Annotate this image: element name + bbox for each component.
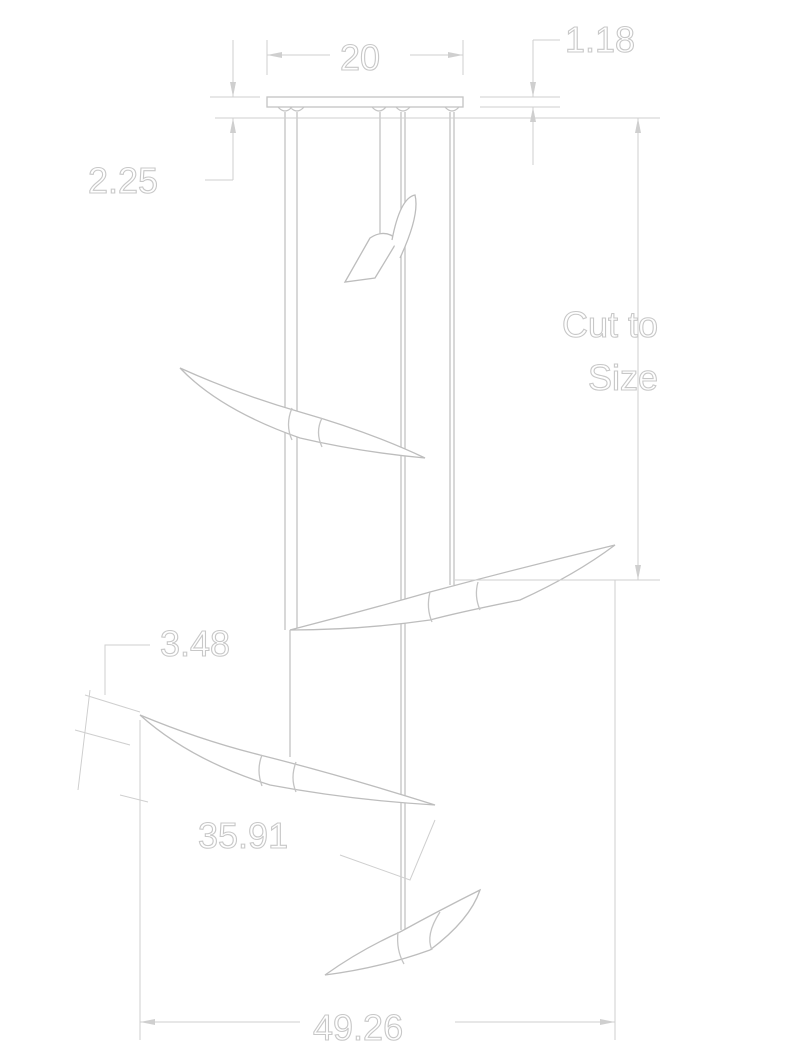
fixture-middle-right [289, 544, 616, 631]
fixture-upper-left [179, 367, 426, 459]
dimension-canopy-drop: 2.25 [88, 160, 158, 201]
dimension-fixture-diameter: 3.48 [160, 623, 230, 664]
dimension-canopy-height: 1.18 [565, 19, 635, 60]
dimension-rod-length-line1: Cut to [562, 304, 658, 345]
fixture-bottom [324, 888, 482, 976]
dimension-canopy-width: 20 [340, 37, 380, 78]
fixture-top [343, 194, 417, 283]
fixture-lower-left [139, 714, 436, 806]
dimension-overall-width: 49.26 [313, 1007, 403, 1048]
canopy [266, 96, 464, 112]
suspension-rods [284, 112, 455, 930]
dimension-fixture-length: 35.91 [198, 815, 288, 856]
dimension-rod-length-line2: Size [588, 357, 658, 398]
dimension-lines [74, 39, 660, 1040]
